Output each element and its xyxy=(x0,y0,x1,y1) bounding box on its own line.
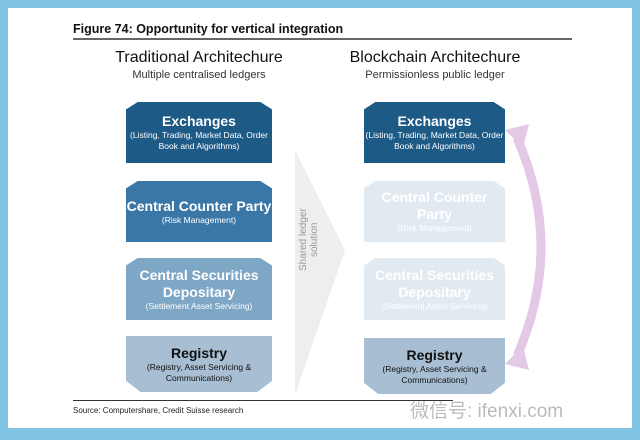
right-registry-box: Registry(Registry, Asset Servicing & Com… xyxy=(364,338,505,394)
shared-ledger-arrow xyxy=(295,150,345,395)
left-registry-box: Registry(Registry, Asset Servicing & Com… xyxy=(126,336,272,392)
right-ccp-box: Central Counter Party(Risk Management) xyxy=(364,181,505,242)
title-rule xyxy=(73,38,572,40)
source-note: Source: Computershare, Credit Suisse res… xyxy=(73,406,244,415)
left-csd-box: Central Securities Depositary(Settlement… xyxy=(126,258,272,320)
right-heading: Blockchain Architechure xyxy=(349,49,521,66)
left-subheading: Multiple centralised ledgers xyxy=(132,69,266,81)
shared-ledger-label: Shared ledger solution xyxy=(298,208,320,272)
right-exchanges-box: Exchanges(Listing, Trading, Market Data,… xyxy=(364,102,505,163)
right-subheading: Permissionless public ledger xyxy=(365,69,505,81)
bidirectional-arrow xyxy=(505,124,546,370)
watermark: 微信号: ifenxi.com xyxy=(410,401,564,422)
source-rule xyxy=(73,400,453,401)
figure-title: Figure 74: Opportunity for vertical inte… xyxy=(73,22,344,36)
right-csd-box: Central Securities Depositary(Settlement… xyxy=(364,258,505,320)
left-exchanges-box: Exchanges(Listing, Trading, Market Data,… xyxy=(126,102,272,163)
left-heading: Traditional Architechure xyxy=(115,49,283,66)
left-ccp-box: Central Counter Party(Risk Management) xyxy=(126,181,272,242)
